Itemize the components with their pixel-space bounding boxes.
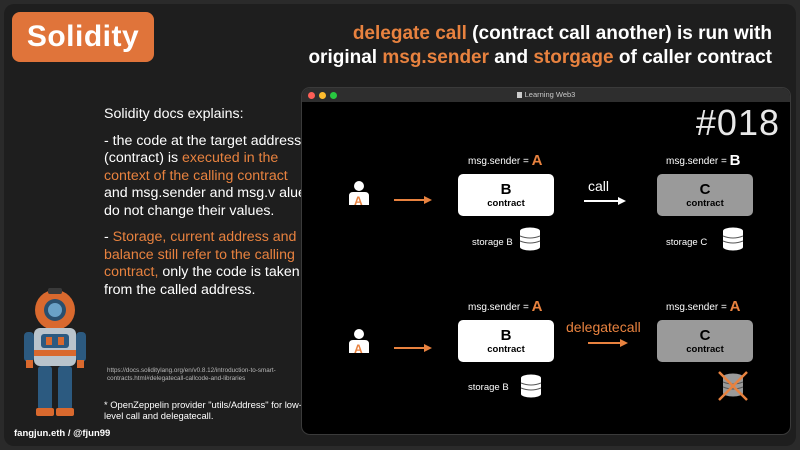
point-highlight: executed in the context of the calling c… [104,150,288,184]
c-msg-sender: msg.sender = A [666,298,741,315]
point-text: - the code at the target address (contra… [104,132,302,167]
c-msg-sender: msg.sender = B [666,152,741,169]
contract-letter: B [500,180,512,198]
contract-label: contract [487,197,525,209]
contract-letter: B [500,326,512,344]
point-1: - the code at the target address (contra… [104,133,309,221]
mac-window: Learning Web3 #018 A msg.sender = A B co… [302,88,790,434]
contract-letter: C [699,326,711,344]
docs-link[interactable]: https://docs.soliditylang.org/en/v0.8.12… [107,367,276,382]
author-credit: fangjun.eth / @fjun99 [14,428,111,439]
storage-b-label: storage B [472,237,513,248]
database-icon [519,227,541,251]
zoom-window-button[interactable] [330,91,337,99]
solidity-badge: Solidity [12,12,154,62]
person-icon [349,329,369,353]
person-icon [349,181,369,205]
headline-term: storgage [533,47,614,68]
point-text: - [104,229,113,245]
minimize-window-button[interactable] [319,91,326,99]
window-title-text: Learning Web3 [524,90,576,99]
point-2: - Storage, current address and balance s… [104,229,309,299]
call-diagram-row: A msg.sender = A B contract storage B ca… [302,143,790,293]
call-label: call [588,178,610,194]
arrow-right-icon [394,344,432,352]
database-crossed-icon [718,371,748,401]
intro-line: Solidity docs explains: [104,106,244,122]
explanation-text: Solidity docs explains: - the code at th… [104,106,309,308]
msg-sender-label: msg.sender = [666,156,730,167]
database-icon [722,227,744,251]
contract-label: contract [487,343,525,355]
window-title: Learning Web3 [302,90,790,99]
arrow-right-icon [584,197,626,205]
slide: Solidity delegate call (contract call an… [4,4,796,446]
window-titlebar: Learning Web3 [302,88,790,102]
contract-b-box: B contract [458,174,554,216]
robot-mascot [24,288,86,416]
arrow-right-icon [588,339,628,347]
contract-c-box: C contract [657,320,753,362]
point-text: only the code is taken from the called a… [104,264,300,298]
contract-letter: C [699,180,711,198]
openzeppelin-note: * OpenZeppelin provider "utils/Address" … [104,399,302,421]
msg-sender-value: A [531,298,543,315]
delegatecall-diagram-row: A msg.sender = A B contract storage B de… [302,290,790,434]
b-msg-sender: msg.sender = A [468,152,543,169]
arrow-right-icon [394,196,432,204]
contract-label: contract [686,343,724,355]
headline-text: of caller contract [613,47,772,68]
storage-c-label: storage C [666,237,708,248]
headline: delegate call (contract call another) is… [252,22,772,70]
msg-sender-value: B [729,152,741,169]
msg-sender-label: msg.sender = [666,302,730,313]
contract-label: contract [686,197,724,209]
contract-b-box: B contract [458,320,554,362]
headline-term: delegate call [352,23,467,44]
episode-number: #018 [695,102,780,143]
headline-term: msg.sender [382,47,490,68]
b-msg-sender: msg.sender = A [468,298,543,315]
point-text: and msg.sender and msg.v alue do not cha… [104,185,306,219]
headline-text: and [489,47,534,68]
msg-sender-label: msg.sender = [468,302,532,313]
storage-b-label: storage B [468,382,509,393]
contract-c-box: C contract [657,174,753,216]
database-icon [520,374,542,398]
headline-text: (contract call another) is run with [466,23,772,44]
msg-sender-label: msg.sender = [468,156,532,167]
headline-text: original [308,47,383,68]
actor-letter: A [354,194,363,208]
msg-sender-value: A [531,152,543,169]
doc-icon [516,92,522,98]
close-window-button[interactable] [308,91,315,99]
badge-label: Solidity [26,20,140,53]
headline-line-1: delegate call (contract call another) is… [252,22,772,46]
headline-line-2: original msg.sender and storgage of call… [252,46,772,70]
actor-letter: A [354,342,363,356]
delegatecall-label: delegatecall [566,319,641,335]
msg-sender-value: A [729,298,741,315]
point-highlight: Storage, current address and balance sti… [104,229,297,280]
